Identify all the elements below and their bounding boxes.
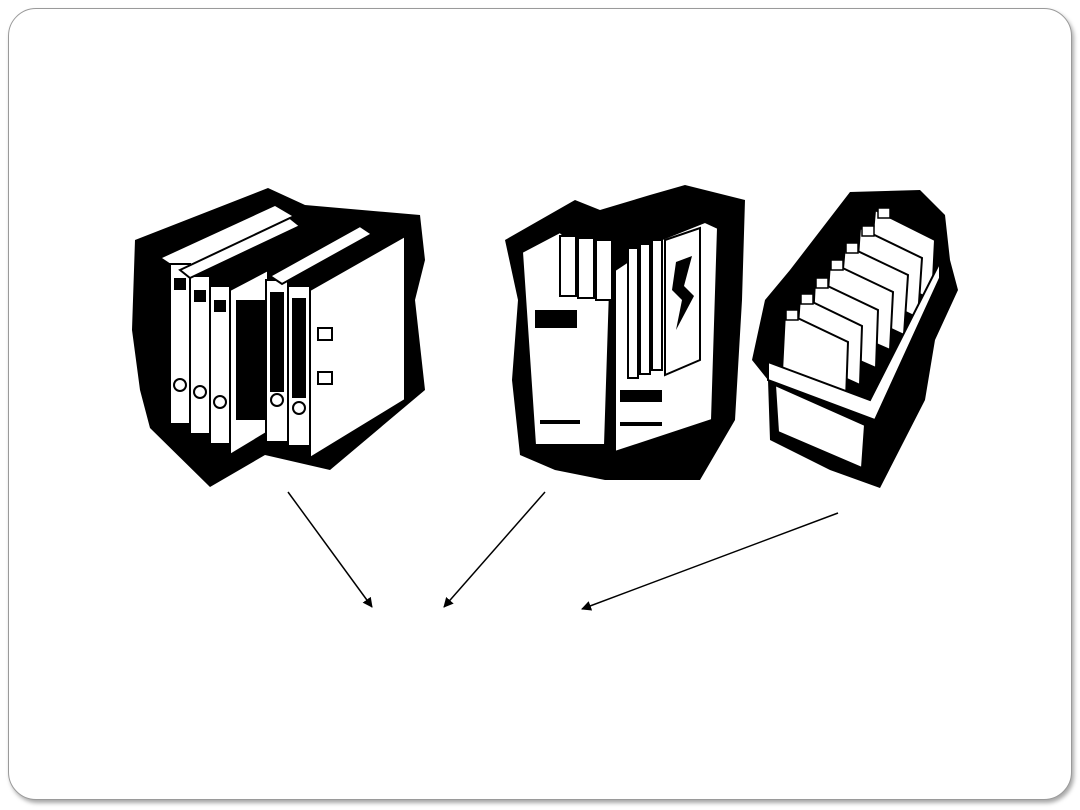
- arrow-card-index: [581, 512, 839, 611]
- binders-icon: [132, 188, 425, 487]
- magazine-files-icon: [505, 185, 745, 480]
- card-index-box-icon: [752, 190, 958, 488]
- arrow-binders: [287, 491, 373, 608]
- arrow-magazine-files: [443, 491, 546, 608]
